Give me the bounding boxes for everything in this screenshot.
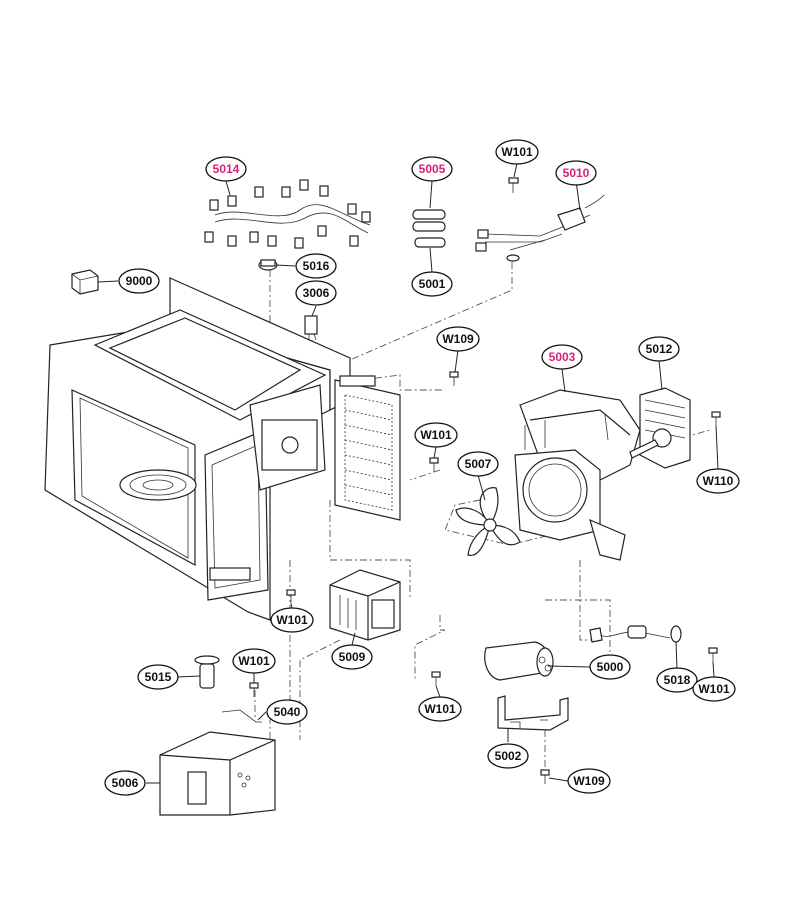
callout-5000: 5000 — [589, 654, 631, 680]
part-9000 — [71, 269, 99, 295]
callout-5018: 5018 — [656, 667, 698, 693]
fan-motor-5012 — [629, 387, 691, 469]
callout-label: W101 — [424, 702, 456, 716]
thermostat-5016 — [258, 259, 278, 271]
callout-5040: 5040 — [266, 699, 308, 725]
callout-label: 5009 — [339, 650, 366, 664]
leader-lines — [97, 162, 719, 784]
base-assembly-5006 — [159, 731, 276, 816]
callout-label: 5016 — [303, 259, 330, 273]
callout-label: W101 — [420, 428, 452, 442]
screw-w110 — [711, 411, 721, 426]
diode-5018 — [589, 625, 682, 643]
spring-5040 — [221, 709, 262, 723]
microwave-cavity-assembly — [44, 277, 401, 621]
callout-label: W110 — [703, 474, 734, 488]
callout-5010: 5010 — [555, 160, 597, 186]
callout-5009: 5009 — [331, 644, 373, 670]
callout-label: W109 — [442, 332, 474, 346]
fan-duct-5003 — [514, 389, 641, 561]
callout-5012: 5012 — [638, 336, 680, 362]
callout-w101-d: W101 — [692, 676, 736, 702]
bracket-5002 — [497, 695, 569, 731]
callout-w109-b: W109 — [567, 768, 611, 794]
fuse-set-5005 — [412, 209, 446, 232]
callout-5002: 5002 — [487, 743, 529, 769]
callout-5006: 5006 — [104, 770, 146, 796]
callout-5007: 5007 — [457, 451, 499, 477]
callout-w101-top: W101 — [495, 139, 539, 165]
callout-label: W109 — [573, 774, 605, 788]
callout-label: 5015 — [145, 670, 172, 684]
callout-5003: 5003 — [541, 344, 583, 370]
callout-label: 5018 — [664, 673, 691, 687]
callout-label: 5010 — [563, 166, 590, 180]
callout-label: W101 — [501, 145, 533, 159]
callout-w101-b: W101 — [414, 422, 458, 448]
switch-3006 — [304, 315, 318, 342]
callout-5015: 5015 — [137, 664, 179, 690]
callout-label: 5005 — [419, 162, 446, 176]
power-cord-5010 — [475, 194, 605, 262]
callout-9000: 9000 — [118, 268, 160, 294]
callout-w101-e: W101 — [232, 648, 276, 674]
callout-w101-f: W101 — [418, 696, 462, 722]
lamp-socket-5015 — [194, 655, 220, 689]
fan-blade-5007 — [455, 487, 521, 556]
screw-w101-e — [249, 682, 259, 697]
transformer-5009 — [329, 569, 401, 641]
callout-label: W101 — [238, 654, 270, 668]
screw-w109-a — [449, 371, 459, 386]
callout-label: 5040 — [274, 705, 301, 719]
callout-5016: 5016 — [295, 253, 337, 279]
capacitor-5000 — [484, 641, 554, 681]
callout-5005: 5005 — [411, 156, 453, 182]
callout-label: 5001 — [419, 277, 446, 291]
callout-5001: 5001 — [411, 271, 453, 297]
callout-w110: W110 — [696, 468, 740, 494]
callout-label: 5007 — [465, 457, 492, 471]
callout-label: 9000 — [126, 274, 153, 288]
screw-w101-f — [431, 671, 441, 686]
screw-w101-c — [286, 589, 296, 604]
screw-w101-top — [508, 177, 519, 193]
callout-label: 5002 — [495, 749, 522, 763]
callout-label: 5006 — [112, 776, 139, 790]
screw-w109-b — [540, 769, 550, 784]
callout-label: W101 — [276, 613, 308, 627]
wiring-harness-5014 — [204, 179, 371, 249]
callout-w101-c: W101 — [270, 607, 314, 633]
callout-5014: 5014 — [205, 156, 247, 182]
callout-label: 5014 — [213, 162, 240, 176]
callout-w109-a: W109 — [436, 326, 480, 352]
screw-w101-b — [429, 457, 439, 472]
callout-label: W101 — [698, 682, 730, 696]
screw-w101-d — [708, 647, 718, 662]
callout-label: 3006 — [303, 286, 330, 300]
callout-label: 5012 — [646, 342, 673, 356]
callout-label: 5003 — [549, 350, 576, 364]
fuse-5001 — [414, 237, 446, 248]
callout-label: 5000 — [597, 660, 624, 674]
callout-3006: 3006 — [295, 280, 337, 306]
